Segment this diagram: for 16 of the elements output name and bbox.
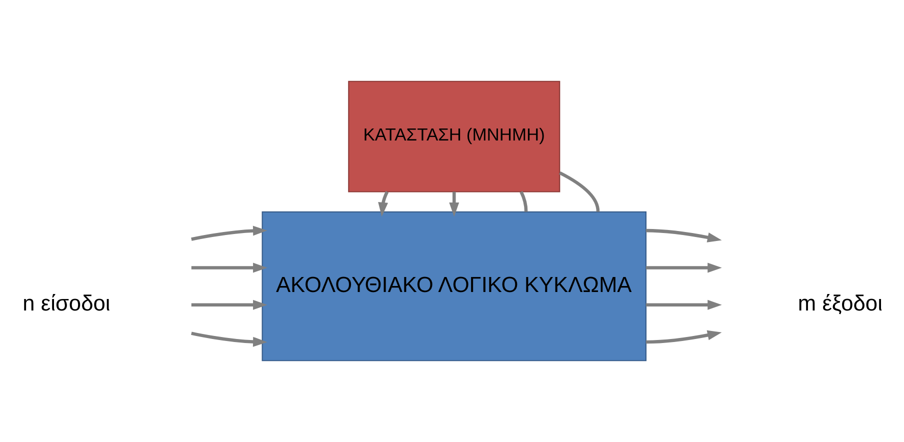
node-box: ΚΑΤΑΣΤΑΣΗ (ΜΝΗΜΗ) — [348, 80, 560, 192]
arrow — [645, 330, 722, 344]
arrow — [190, 300, 267, 310]
arrow — [645, 228, 722, 242]
arrow — [448, 192, 459, 217]
arrow — [190, 332, 267, 347]
label: n είσοδοι — [22, 290, 110, 316]
arrow — [190, 226, 267, 241]
arrow — [645, 262, 722, 273]
label: m έξοδοι — [797, 290, 882, 316]
arrow — [645, 300, 722, 310]
arrow — [190, 262, 267, 273]
connector — [558, 171, 600, 212]
arrow — [378, 191, 388, 217]
connector — [519, 191, 528, 212]
node-box: ΑΚΟΛΟΥΘΙΑΚΟ ΛΟΓΙΚΟ ΚΥΚΛΩΜΑ — [261, 211, 646, 362]
